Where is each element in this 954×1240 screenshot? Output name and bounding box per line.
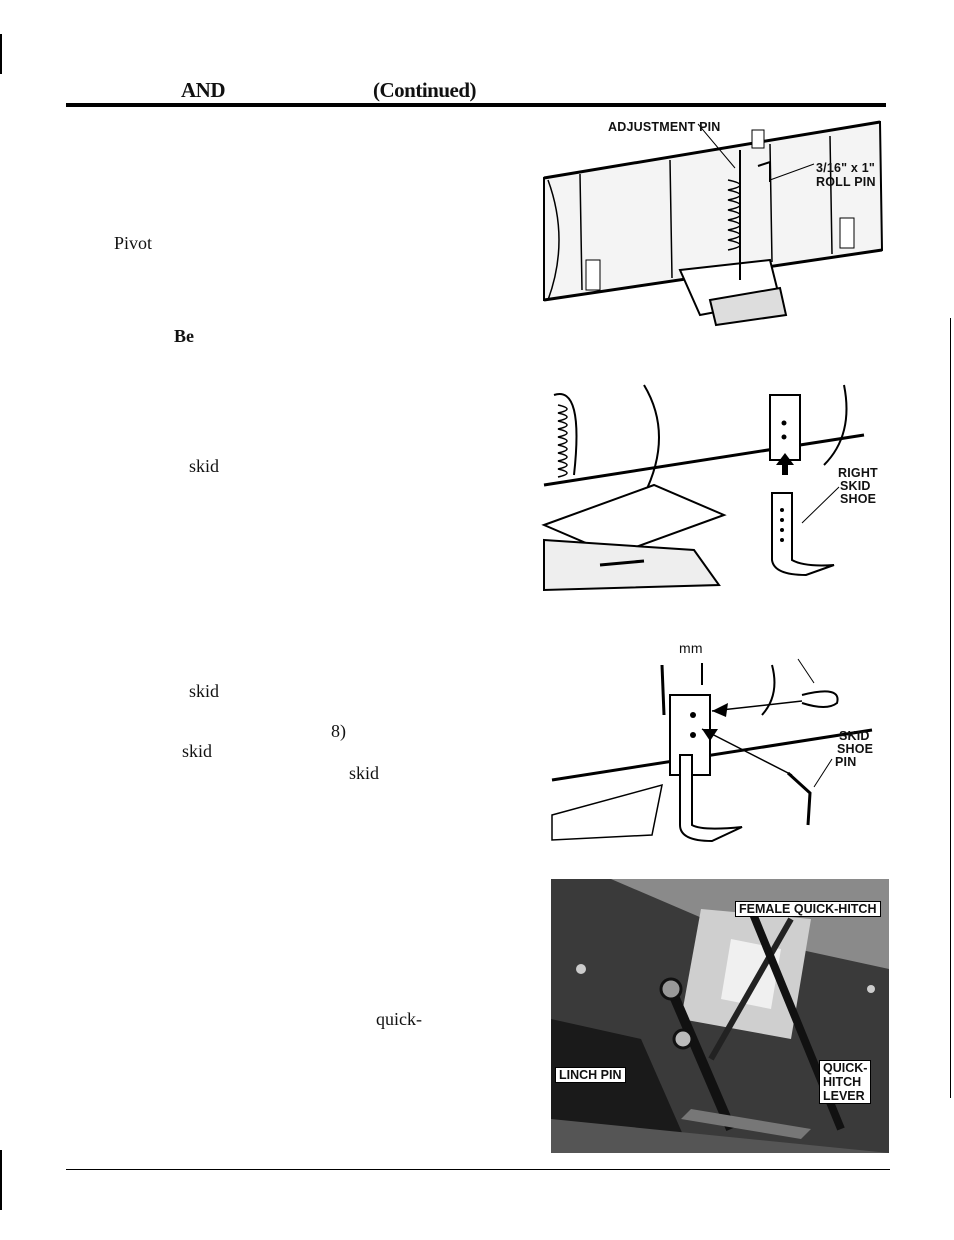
label-skid-3: SKID bbox=[839, 729, 870, 743]
label-linch-pin: LINCH PIN bbox=[555, 1067, 626, 1083]
label-lever: LEVER bbox=[823, 1089, 865, 1103]
margin-mark-right bbox=[950, 318, 951, 1098]
label-roll-pin-size: 3/16" x 1" bbox=[816, 161, 876, 175]
label-quick-hitch-lever: QUICK- HITCH LEVER bbox=[819, 1060, 872, 1104]
figure-skid-shoe-pin: SKID SHOE PIN bbox=[551, 655, 882, 850]
photo-texture bbox=[551, 879, 889, 1153]
margin-mark-top bbox=[0, 34, 2, 74]
blade-illustration bbox=[543, 120, 884, 327]
text-skid-2: skid bbox=[189, 681, 220, 701]
text-pivot: Pivot bbox=[114, 233, 153, 253]
label-right: RIGHT bbox=[838, 466, 878, 480]
label-hitch: HITCH bbox=[823, 1075, 862, 1089]
label-quick: QUICK- bbox=[823, 1061, 868, 1075]
skid-pin-illustration bbox=[551, 658, 873, 843]
header-rule bbox=[66, 103, 886, 107]
footer-rule bbox=[66, 1169, 890, 1170]
label-pin-3: PIN bbox=[835, 755, 857, 769]
label-female-quick-hitch: FEMALE QUICK-HITCH bbox=[735, 901, 881, 917]
label-shoe-3: SHOE bbox=[837, 742, 874, 756]
text-skid-3: skid bbox=[182, 741, 213, 761]
header-and: AND bbox=[181, 78, 226, 102]
text-be: Be bbox=[174, 326, 194, 346]
figure-quick-hitch-photo: FEMALE QUICK-HITCH LINCH PIN QUICK- HITC… bbox=[551, 879, 889, 1153]
label-roll-pin: ROLL PIN bbox=[816, 175, 876, 189]
text-quick: quick- bbox=[376, 1009, 422, 1029]
text-eight: 8) bbox=[331, 721, 346, 741]
skid-shoe-illustration bbox=[541, 384, 865, 592]
label-shoe: SHOE bbox=[840, 492, 877, 506]
figure-blade-adjustment: ADJUSTMENT PIN 3/16" x 1" ROLL PIN bbox=[530, 110, 890, 330]
label-adjustment-pin: ADJUSTMENT PIN bbox=[608, 120, 721, 134]
margin-mark-bottom bbox=[0, 1150, 2, 1210]
label-mm: mm bbox=[679, 640, 703, 656]
text-skid-4: skid bbox=[349, 763, 380, 783]
text-skid-1: skid bbox=[189, 456, 220, 476]
label-skid: SKID bbox=[840, 479, 871, 493]
figure-right-skid-shoe: RIGHT SKID SHOE bbox=[541, 375, 884, 595]
header-continued: (Continued) bbox=[373, 78, 477, 102]
